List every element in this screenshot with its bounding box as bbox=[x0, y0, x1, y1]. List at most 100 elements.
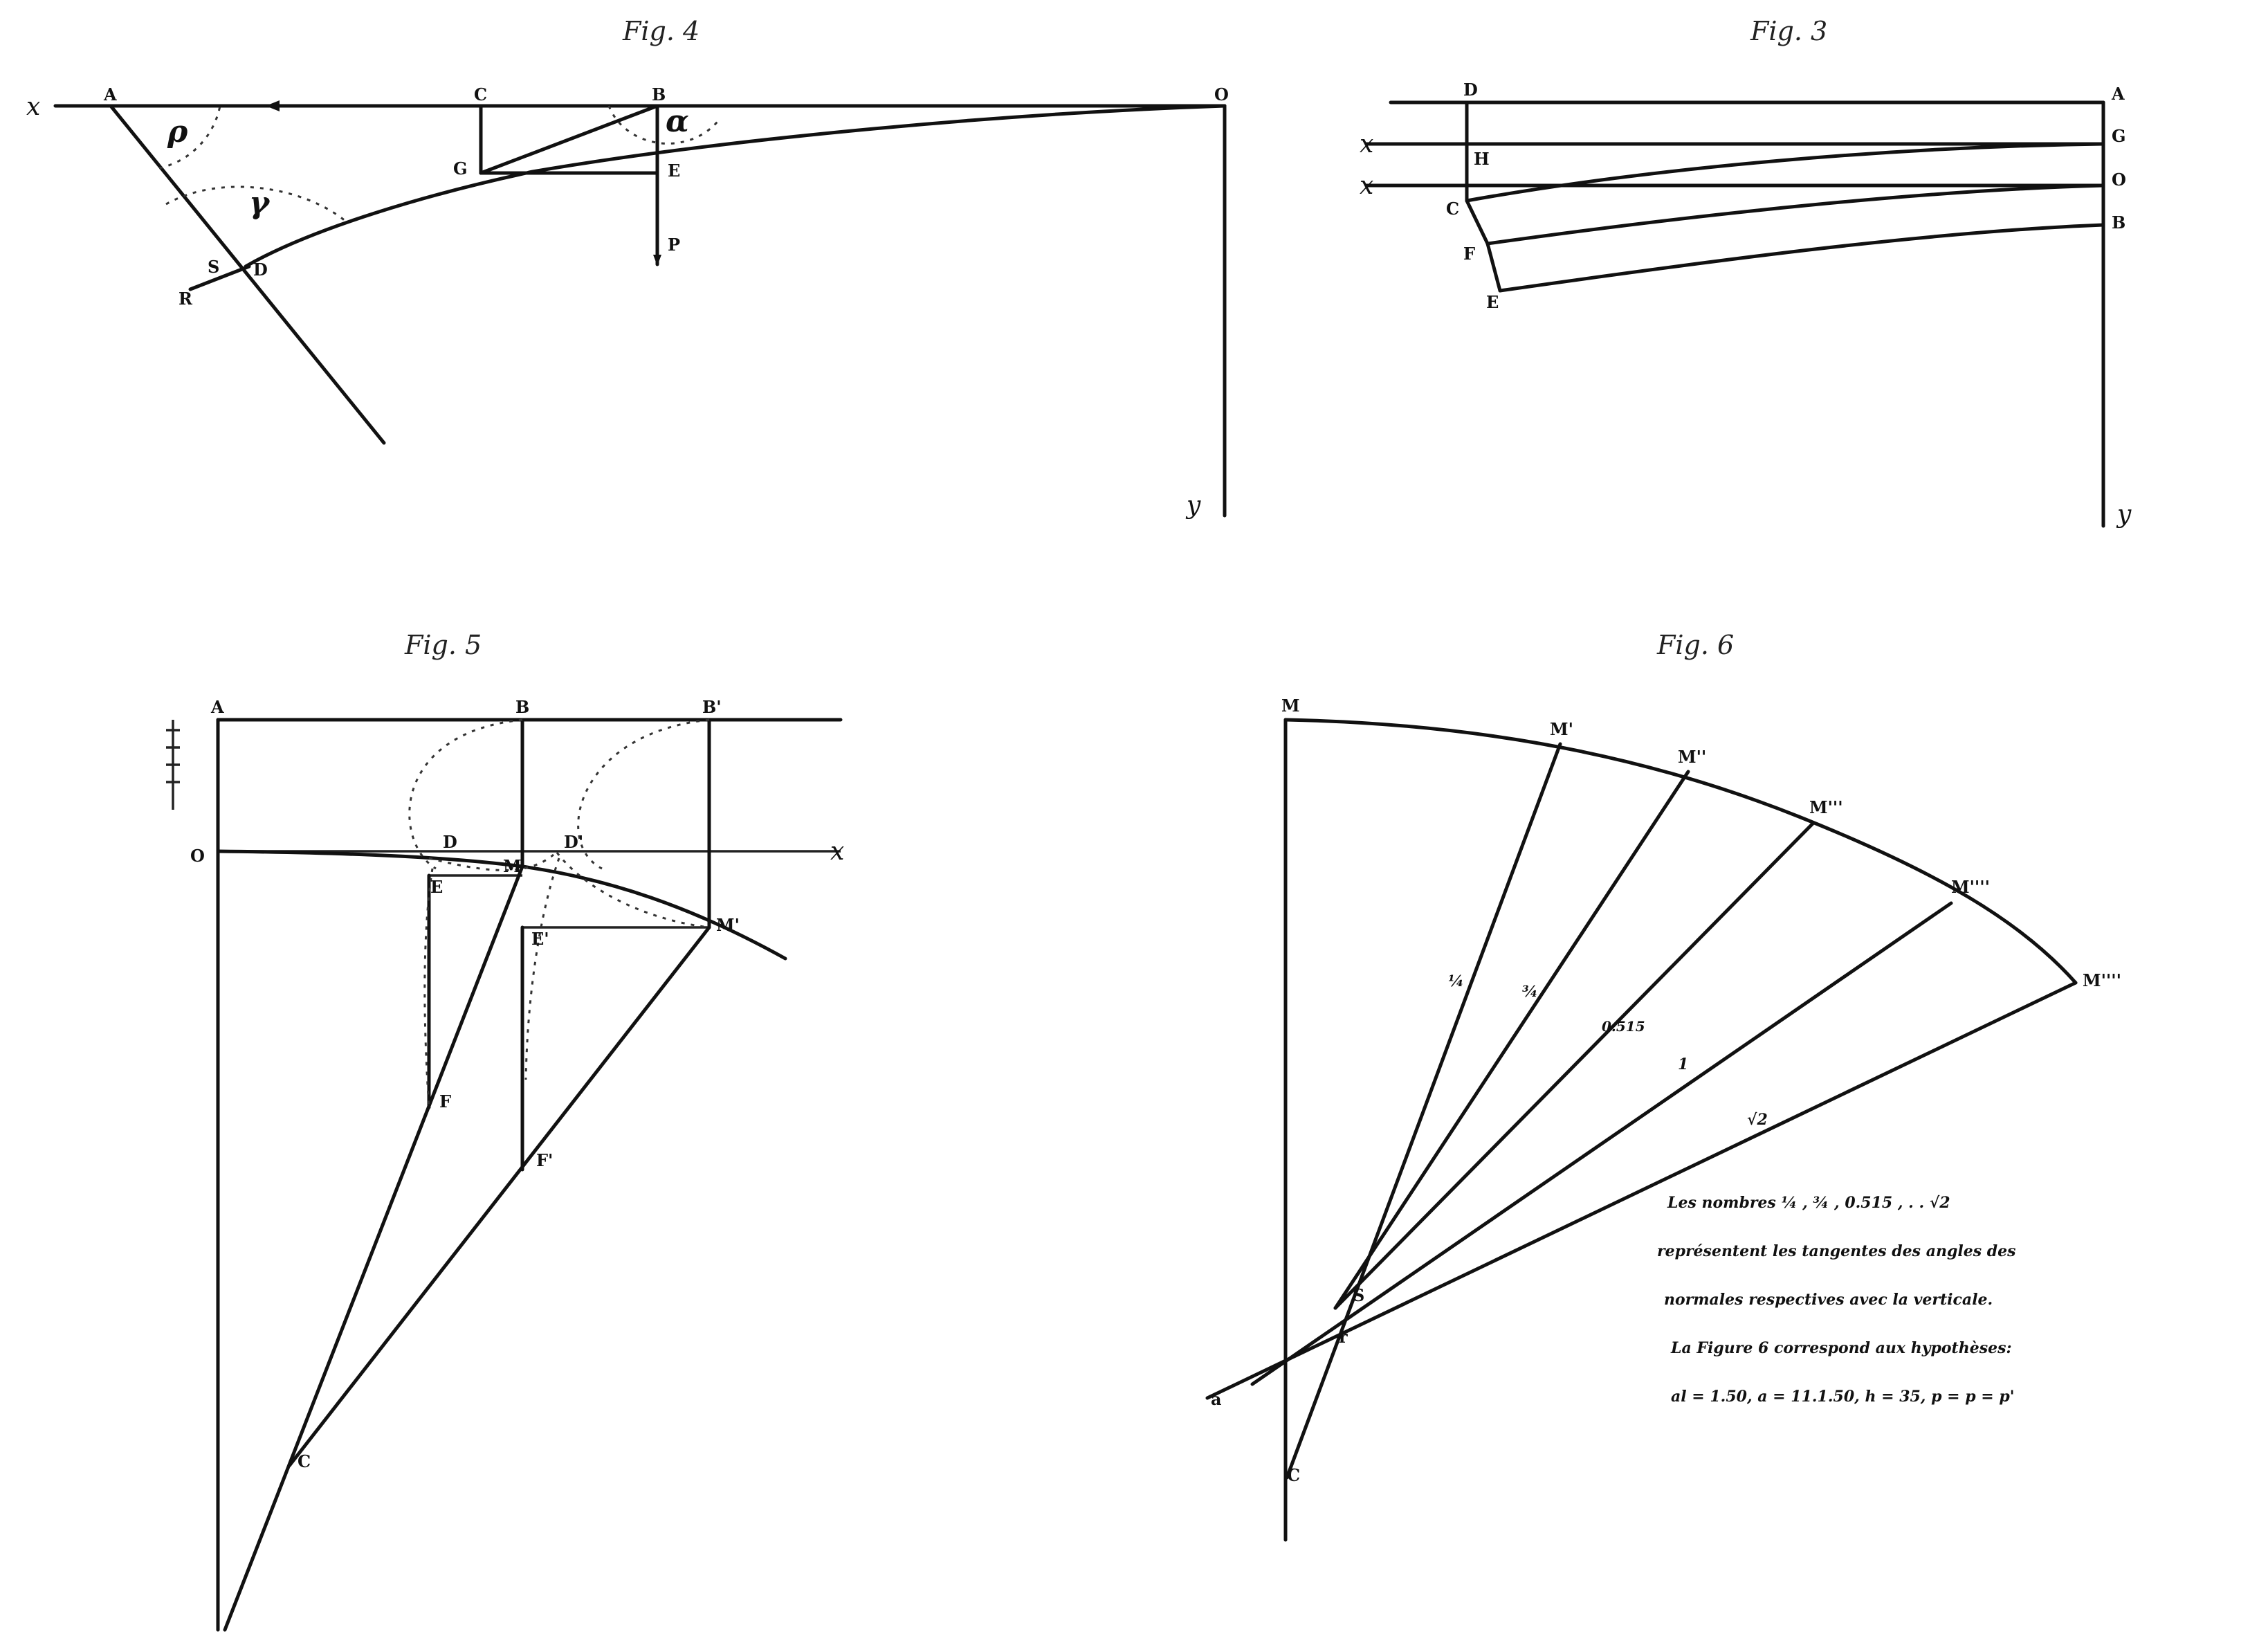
fig6-ray-value-1: ¼ bbox=[1448, 972, 1464, 990]
fig5-title: Fig. 5 bbox=[404, 630, 482, 660]
fig5-label-E: E bbox=[430, 877, 443, 897]
fig4-label-D: D bbox=[253, 260, 268, 280]
fig6-label-r: r bbox=[1339, 1327, 1348, 1347]
fig5-label-D1: D' bbox=[564, 832, 583, 852]
fig5-axis-x: x bbox=[830, 837, 844, 866]
fig6-normal-M2 bbox=[1333, 770, 1690, 1310]
fig5-label-M1: M' bbox=[716, 915, 740, 935]
fig6-arc bbox=[1283, 718, 2078, 985]
fig3-axis-x-upper: x bbox=[1360, 130, 1373, 158]
fig4-arrow-left-icon bbox=[266, 100, 280, 111]
fig6-note-line-4: La Figure 6 correspond aux hypothèses: bbox=[1670, 1339, 2012, 1357]
fig4-line-BG bbox=[479, 104, 659, 175]
fig6-normal-M3 bbox=[1333, 822, 1815, 1310]
fig4-axis-y: y bbox=[1185, 491, 1201, 520]
fig4-line-DR bbox=[188, 264, 251, 291]
fig4-label-R: R bbox=[179, 289, 193, 309]
fig6-ray-value-2: ¾ bbox=[1522, 983, 1538, 1001]
fig4-label-O: O bbox=[1214, 84, 1229, 105]
fig6-note-line-2: représentent les tangentes des angles de… bbox=[1657, 1242, 2016, 1260]
fig6-label-M4: M'''' bbox=[1951, 877, 1990, 897]
fig6-note-line-3: normales respectives avec la verticale. bbox=[1664, 1291, 1993, 1309]
fig6-note-line-5: al = 1.50, a = 11.1.50, h = 35, p = p = … bbox=[1671, 1388, 2015, 1406]
fig5-label-A: A bbox=[210, 697, 224, 717]
fig5-dotted-arc-B1 bbox=[577, 718, 710, 870]
fig6-label-M: M bbox=[1281, 696, 1300, 716]
figure-4: Fig. 4 x A C B O G E P S D R ρ bbox=[26, 16, 1229, 520]
fig5-label-B: B bbox=[515, 697, 529, 717]
fig5-normal-M bbox=[223, 864, 524, 1632]
fig5-dotted-link-D1M1 bbox=[556, 852, 710, 929]
figure-5: Fig. 5 A B B' O D M bbox=[166, 630, 844, 1632]
fig4-arc-gamma bbox=[165, 185, 347, 223]
fig5-label-F1: F' bbox=[536, 1150, 553, 1170]
fig4-label-B: B bbox=[652, 84, 666, 105]
fig5-label-E1: E' bbox=[531, 929, 549, 949]
fig4-angle-gamma: γ bbox=[249, 185, 271, 221]
fig3-line-CF bbox=[1465, 199, 1490, 246]
fig6-label-S: S bbox=[1353, 1285, 1364, 1305]
fig6-label-M3: M''' bbox=[1809, 797, 1843, 817]
fig3-axis-x-lower: x bbox=[1360, 172, 1373, 200]
fig3-title: Fig. 3 bbox=[1750, 16, 1827, 46]
fig6-label-M2: M'' bbox=[1678, 747, 1706, 767]
fig4-curve bbox=[244, 104, 1227, 269]
fig6-label-C: C bbox=[1287, 1465, 1300, 1485]
fig3-label-A: A bbox=[2111, 84, 2125, 104]
fig6-label-a: a bbox=[1211, 1389, 1222, 1409]
fig6-label-M5: M'''' bbox=[2083, 970, 2121, 990]
fig4-title: Fig. 4 bbox=[622, 16, 699, 46]
fig6-note-line-1: Les nombres ¼ , ¾ , 0.515 , . . √2 bbox=[1667, 1194, 1950, 1212]
fig6-normal-M5 bbox=[1205, 981, 2078, 1400]
fig5-normal-M1 bbox=[287, 925, 711, 1468]
fig3-curve-FO bbox=[1485, 183, 2105, 246]
fig4-line-AD bbox=[109, 104, 386, 445]
fig3-axis-y: y bbox=[2116, 500, 2132, 529]
fig3-curve-EB bbox=[1498, 223, 2105, 293]
fig4-axis-x: x bbox=[26, 93, 40, 121]
fig5-dotted-curve-F bbox=[423, 868, 434, 1108]
fig5-label-D: D bbox=[443, 832, 457, 852]
fig3-label-G: G bbox=[2112, 126, 2126, 146]
fig4-label-P: P bbox=[668, 235, 680, 255]
fig3-label-E: E bbox=[1486, 292, 1499, 312]
fig5-label-M: M bbox=[503, 856, 522, 876]
fig4-label-E: E bbox=[668, 161, 680, 181]
fig6-ray-value-4: 1 bbox=[1678, 1055, 1688, 1073]
fig4-label-C: C bbox=[474, 84, 487, 105]
fig3-label-D: D bbox=[1463, 80, 1478, 100]
fig3-label-O: O bbox=[2112, 170, 2126, 190]
fig6-title: Fig. 6 bbox=[1656, 630, 1734, 660]
fig5-label-F: F bbox=[439, 1091, 451, 1111]
fig6-normal-M1 bbox=[1285, 742, 1562, 1480]
fig5-dotted-arc-B bbox=[408, 718, 523, 870]
fig5-dotted-curve-F1 bbox=[524, 857, 560, 1080]
fig6-normal-M4 bbox=[1250, 901, 1953, 1386]
fig4-arc-alpha bbox=[607, 105, 721, 145]
fig4-label-A: A bbox=[103, 84, 117, 105]
fig6-ray-value-5: √2 bbox=[1747, 1111, 1768, 1129]
fig4-arrow-down-icon bbox=[653, 255, 661, 266]
fig3-label-H: H bbox=[1474, 149, 1490, 169]
fig5-label-O: O bbox=[190, 846, 205, 866]
fig3-label-F: F bbox=[1463, 244, 1475, 264]
fig5-label-C: C bbox=[298, 1451, 311, 1471]
fig3-curve-CG bbox=[1465, 142, 2105, 203]
figure-3: Fig. 3 D A x H G x O C B F E y bbox=[1360, 16, 2132, 529]
fig4-angle-rho: ρ bbox=[167, 114, 188, 149]
fig5-curve bbox=[216, 849, 787, 961]
fig3-label-C: C bbox=[1446, 199, 1459, 219]
fig4-arc-rho bbox=[158, 105, 221, 170]
fig4-label-G: G bbox=[453, 158, 468, 179]
fig6-label-M1: M' bbox=[1550, 719, 1573, 739]
fig6-ray-value-3: 0.515 bbox=[1602, 1018, 1645, 1035]
fig5-dotted-link-DM bbox=[428, 853, 554, 871]
fig5-label-B1: B' bbox=[702, 697, 722, 717]
fig3-line-FE bbox=[1485, 242, 1502, 293]
fig5-left-scale bbox=[166, 720, 180, 810]
figure-6: Fig. 6 M M' M'' M''' M'''' M'''' S r a C… bbox=[1205, 630, 2121, 1542]
fig4-label-S: S bbox=[208, 257, 219, 277]
fig3-label-B: B bbox=[2112, 212, 2125, 233]
fig4-angle-alpha: α bbox=[666, 104, 689, 139]
